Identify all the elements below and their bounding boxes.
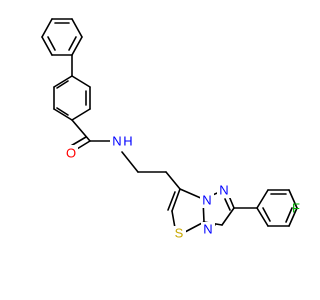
bond-network [41,18,298,233]
bond [184,221,205,233]
bond [71,75,91,88]
bond [121,151,139,173]
bond [56,80,69,89]
bond [53,75,73,88]
bond [71,36,83,56]
bond [165,171,181,190]
bond [71,119,91,142]
bond [68,36,77,51]
ring-nitrogen-atom-label: N [202,193,211,208]
bond [41,36,53,56]
bond [71,18,83,38]
bond [171,188,181,212]
bond [56,107,69,116]
amide-hydrogen-atom-label: H [123,134,132,149]
bond [53,108,73,121]
fluorine-atom-label: F [292,201,300,216]
amide-nitrogen-atom-label: N [112,134,121,149]
bond [171,210,176,229]
bond [167,191,176,211]
molecule-structure-diagram: O N H N N N S F [41,18,300,241]
ring-nitrogen-atom-label: N [203,222,212,237]
bond [71,108,91,121]
bond [256,189,269,209]
bond [285,207,293,223]
bond [224,198,231,211]
bond [41,18,53,38]
oxygen-atom-label: O [66,146,76,161]
bond [47,36,56,51]
bond [179,188,204,200]
atom-labels: O N H N N N S F [64,134,300,241]
sulfur-atom-label: S [175,226,184,241]
bond [221,207,235,226]
ring-nitrogen-atom-label: N [219,183,228,198]
bond [262,207,271,222]
bond [256,207,269,227]
bond [288,189,298,209]
bond [288,207,298,227]
